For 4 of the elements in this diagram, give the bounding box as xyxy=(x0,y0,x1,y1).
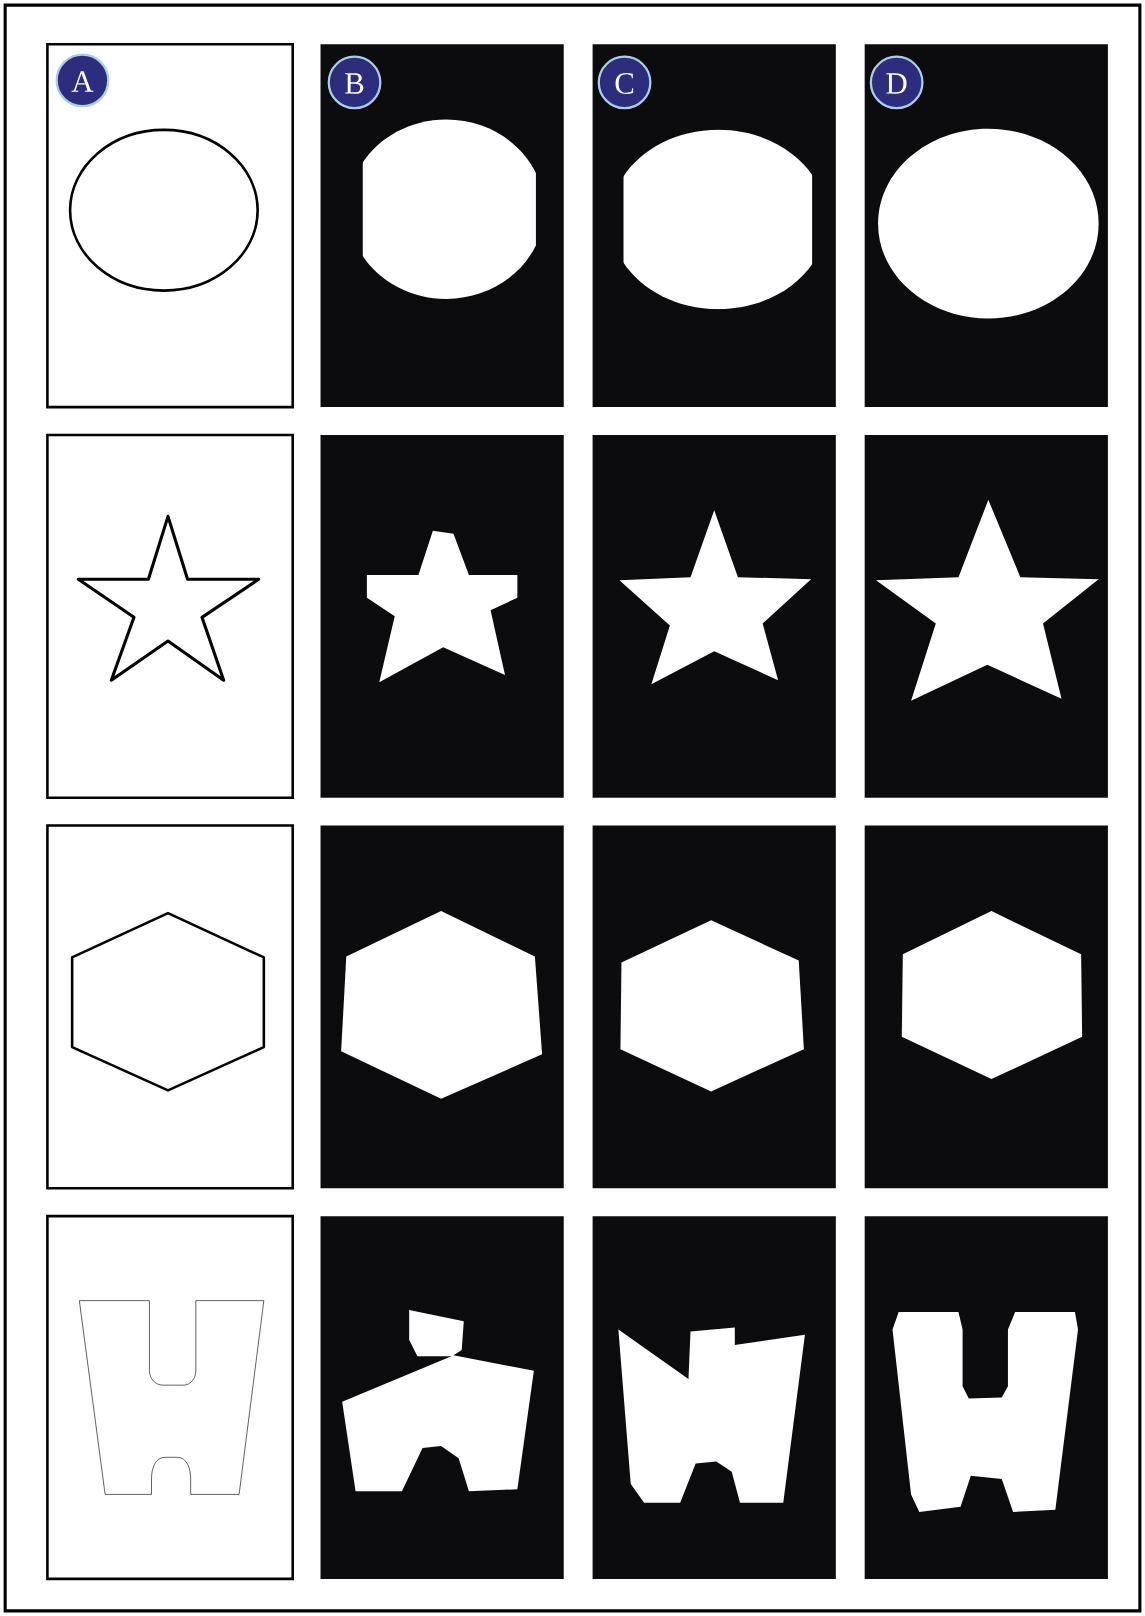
letter-badge: B xyxy=(327,55,382,110)
letter-badge: A xyxy=(55,53,110,108)
letter-badge: C xyxy=(597,55,652,110)
letter-badge: D xyxy=(869,55,924,110)
